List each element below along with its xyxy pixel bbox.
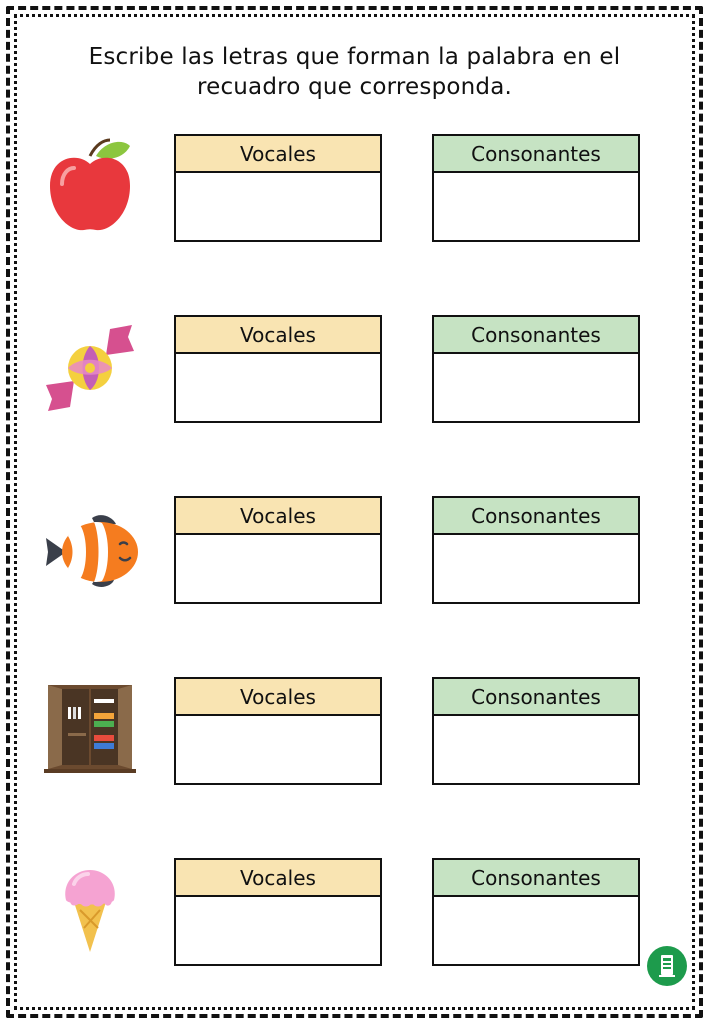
- vowels-answer-area[interactable]: [176, 173, 380, 240]
- wardrobe-icon: [40, 677, 140, 787]
- candy-icon: [40, 315, 140, 425]
- vowels-answer-area[interactable]: [176, 897, 380, 964]
- ice-cream-icon: [40, 858, 140, 968]
- consonants-answer-area[interactable]: [434, 173, 638, 240]
- word-row-candy: Vocales Consonantes: [0, 315, 709, 425]
- vowels-header: Vocales: [176, 498, 380, 535]
- word-row-fish: Vocales Consonantes: [0, 496, 709, 606]
- word-row-wardrobe: Vocales Consonantes: [0, 677, 709, 787]
- consonants-header: Consonantes: [434, 498, 638, 535]
- consonants-header: Consonantes: [434, 860, 638, 897]
- consonants-header: Consonantes: [434, 317, 638, 354]
- consonants-box[interactable]: Consonantes: [432, 677, 640, 785]
- consonants-header: Consonantes: [434, 136, 638, 173]
- consonants-answer-area[interactable]: [434, 535, 638, 602]
- inner-dotted-border: [14, 14, 695, 1010]
- vowels-header: Vocales: [176, 679, 380, 716]
- outer-dashed-border: [6, 6, 703, 1018]
- consonants-answer-area[interactable]: [434, 897, 638, 964]
- instructions: Escribe las letras que forman la palabra…: [40, 42, 669, 102]
- fish-icon: [40, 496, 140, 606]
- instructions-line-2: recuadro que corresponda.: [196, 74, 513, 100]
- vowels-header: Vocales: [176, 136, 380, 173]
- consonants-box[interactable]: Consonantes: [432, 315, 640, 423]
- consonants-box[interactable]: Consonantes: [432, 134, 640, 242]
- publisher-logo-icon: [647, 946, 687, 986]
- instructions-line-1: Escribe las letras que forman la palabra…: [88, 44, 621, 70]
- vowels-header: Vocales: [176, 317, 380, 354]
- vowels-box[interactable]: Vocales: [174, 858, 382, 966]
- consonants-box[interactable]: Consonantes: [432, 858, 640, 966]
- vowels-box[interactable]: Vocales: [174, 496, 382, 604]
- word-row-ice-cream: Vocales Consonantes: [0, 858, 709, 968]
- consonants-box[interactable]: Consonantes: [432, 496, 640, 604]
- vowels-box[interactable]: Vocales: [174, 315, 382, 423]
- vowels-answer-area[interactable]: [176, 716, 380, 783]
- vowels-answer-area[interactable]: [176, 354, 380, 421]
- consonants-answer-area[interactable]: [434, 716, 638, 783]
- vowels-box[interactable]: Vocales: [174, 134, 382, 242]
- apple-icon: [40, 134, 140, 244]
- consonants-header: Consonantes: [434, 679, 638, 716]
- vowels-answer-area[interactable]: [176, 535, 380, 602]
- vowels-box[interactable]: Vocales: [174, 677, 382, 785]
- consonants-answer-area[interactable]: [434, 354, 638, 421]
- vowels-header: Vocales: [176, 860, 380, 897]
- word-row-apple: Vocales Consonantes: [0, 134, 709, 244]
